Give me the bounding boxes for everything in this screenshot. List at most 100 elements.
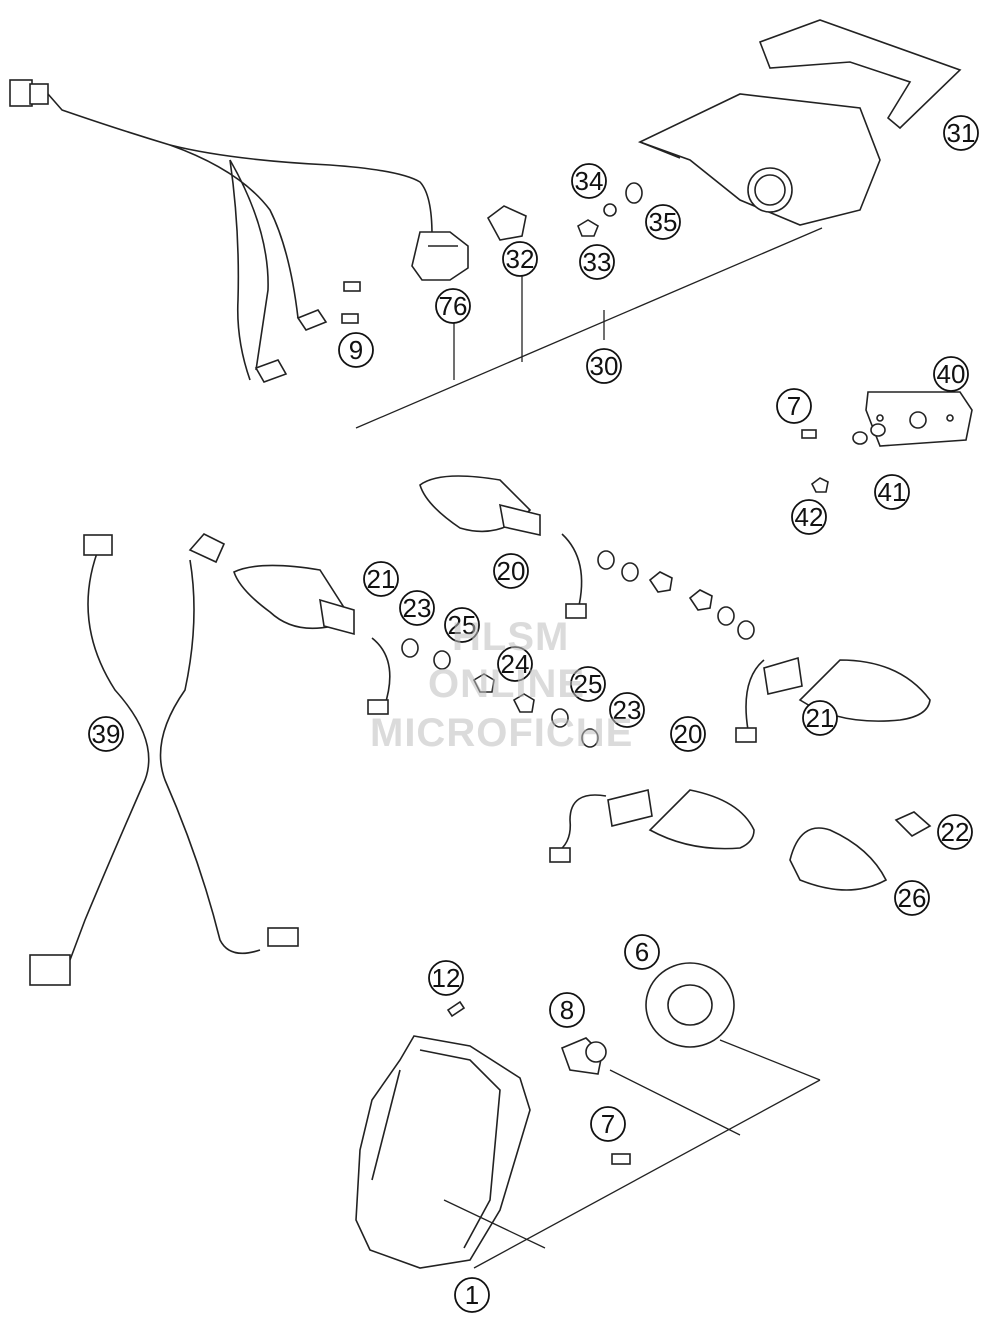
plate-light-40 (865, 391, 973, 447)
tail-harness (9, 79, 433, 383)
callout-label: 35 (649, 207, 678, 237)
callout-label: 33 (583, 247, 612, 277)
callout-c40: 40 (933, 356, 969, 392)
callout-label: 39 (92, 719, 121, 749)
hardware-33-35 (577, 182, 643, 237)
callout-label: 42 (795, 502, 824, 532)
callout-c24: 24 (497, 646, 533, 682)
screw-12 (446, 1000, 466, 1018)
watermark-line-2: ONLINE (428, 662, 586, 706)
callout-c42: 42 (791, 499, 827, 535)
signal-hardware (401, 550, 755, 748)
callout-circle (493, 553, 529, 589)
callout-c21a: 21 (363, 561, 399, 597)
turn-signal-20-bottom (549, 789, 755, 863)
callout-c31: 31 (943, 115, 979, 151)
callout-circle (943, 115, 979, 151)
callout-circle (570, 666, 606, 702)
reflector-6 (645, 962, 735, 1048)
callout-label: 7 (601, 1109, 615, 1139)
hardware-41-42 (801, 423, 886, 493)
callout-label: 34 (575, 166, 604, 196)
callout-c25a: 25 (444, 607, 480, 643)
callout-circle (363, 561, 399, 597)
watermark-line-3: MICROFICHE (370, 711, 634, 755)
callout-c30: 30 (586, 348, 622, 384)
callout-c7b: 7 (590, 1106, 626, 1142)
callout-circle (586, 348, 622, 384)
callout-c33: 33 (579, 244, 615, 280)
callout-label: 22 (941, 817, 970, 847)
callout-c76: 76 (435, 288, 471, 324)
callout-circle (435, 288, 471, 324)
callout-circle (894, 880, 930, 916)
callout-c23b: 23 (609, 692, 645, 728)
callout-label: 40 (937, 359, 966, 389)
callout-label: 23 (403, 593, 432, 623)
callout-circle (670, 716, 706, 752)
callout-circle (937, 814, 973, 850)
bulb-22 (894, 811, 932, 837)
callout-circle (874, 474, 910, 510)
callout-label: 6 (635, 937, 649, 967)
callout-c22: 22 (937, 814, 973, 850)
callout-label: 25 (574, 669, 603, 699)
callout-circle (454, 1277, 490, 1313)
leader-lines (355, 227, 823, 1269)
callout-c32: 32 (502, 241, 538, 277)
callout-label: 76 (439, 291, 468, 321)
tail-light-cover-31 (758, 19, 962, 130)
small-bulbs-9 (341, 281, 361, 324)
callout-label: 32 (506, 244, 535, 274)
callout-c12: 12 (428, 960, 464, 996)
callout-circle (571, 163, 607, 199)
tail-light-housing-30 (637, 93, 881, 226)
callout-circle (428, 960, 464, 996)
bulb-32 (486, 205, 527, 241)
callout-circle (933, 356, 969, 392)
callout-circle (791, 499, 827, 535)
callout-label: 21 (806, 703, 835, 733)
callout-label: 8 (560, 995, 574, 1025)
callout-label: 31 (947, 118, 976, 148)
callout-label: 23 (613, 695, 642, 725)
callout-label: 41 (878, 477, 907, 507)
bulb-7-lower (611, 1153, 631, 1165)
callout-circle (502, 241, 538, 277)
callout-label: 1 (465, 1280, 479, 1310)
lens-26 (789, 827, 888, 891)
callout-label: 9 (349, 335, 363, 365)
callout-c21b: 21 (802, 700, 838, 736)
callout-label: 26 (898, 883, 927, 913)
callout-c20a: 20 (493, 553, 529, 589)
callout-c35: 35 (645, 204, 681, 240)
turn-signal-21-left (233, 564, 391, 715)
callout-c25b: 25 (570, 666, 606, 702)
callout-c26: 26 (894, 880, 930, 916)
watermark-line-1: HLSM (452, 615, 570, 659)
callout-label: 20 (674, 719, 703, 749)
signal-harness-39 (29, 533, 299, 986)
callout-c9: 9 (338, 332, 374, 368)
callout-circle (338, 332, 374, 368)
callout-c6: 6 (624, 934, 660, 970)
callout-c20b: 20 (670, 716, 706, 752)
callout-label: 7 (787, 391, 801, 421)
callout-c39: 39 (88, 716, 124, 752)
callout-label: 20 (497, 556, 526, 586)
socket-76 (411, 231, 469, 281)
callout-label: 12 (432, 963, 461, 993)
callout-label: 21 (367, 564, 396, 594)
callout-c1: 1 (454, 1277, 490, 1313)
callout-c7a: 7 (776, 388, 812, 424)
callout-circle (609, 692, 645, 728)
callout-circle (497, 646, 533, 682)
bulb-8 (560, 1037, 607, 1075)
callout-circle (645, 204, 681, 240)
callout-circle (579, 244, 615, 280)
callout-circle (444, 607, 480, 643)
callout-circle (590, 1106, 626, 1142)
callout-c41: 41 (874, 474, 910, 510)
callout-circle (802, 700, 838, 736)
